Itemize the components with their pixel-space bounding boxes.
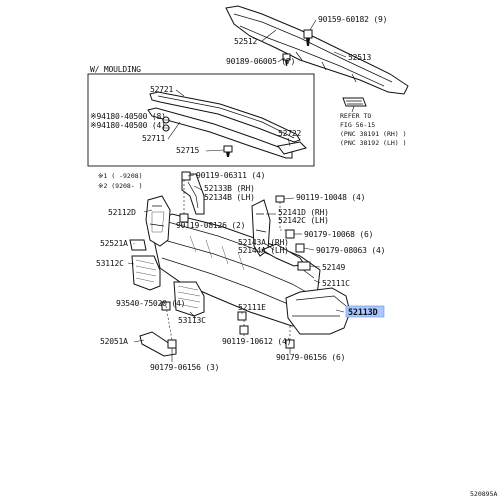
- label-52711: 52711: [142, 134, 165, 143]
- refer-text-3: (PNC 38191 (RH) ): [340, 130, 407, 138]
- retainer-52051A[interactable]: [139, 331, 177, 357]
- label-90179-06156-3: 90179-06156 (3): [150, 363, 219, 372]
- label-52113D-highlight: [345, 305, 385, 318]
- moulding-end-52722[interactable]: [277, 141, 307, 155]
- fastener-90189-06005[interactable]: [282, 53, 291, 66]
- label-52113D: 52113D: [348, 308, 378, 318]
- label-93540-75020: 93540-75020 (4): [116, 299, 185, 308]
- label-52134B: 52134B (LH): [204, 193, 255, 202]
- label-52721: 52721: [150, 85, 173, 94]
- label-52722: 52722: [278, 129, 301, 138]
- label-52112D: 52112D: [108, 208, 136, 217]
- nut-90179-08063[interactable]: [295, 243, 305, 253]
- fastener-90159-60182[interactable]: [303, 29, 313, 46]
- bolt-90119-10612[interactable]: [239, 325, 249, 335]
- label-52521A: 52521A: [100, 239, 128, 248]
- label-90119-10048: 90119-10048 (4): [296, 193, 365, 202]
- bumper-extension-52113D[interactable]: [285, 287, 351, 335]
- refer-text-2: FIG 56-15: [340, 121, 375, 129]
- label-52715: 52715: [176, 146, 199, 155]
- label-90179-10068: 90179-10068 (6): [304, 230, 373, 239]
- bolt-90119-06311[interactable]: [181, 171, 191, 181]
- label-52512: 52512: [234, 37, 257, 46]
- note-line-2: ※2 (9208- ): [98, 182, 143, 190]
- label-52051A: 52051A: [100, 337, 128, 346]
- clip-part: [342, 97, 367, 107]
- label-94180-40500-4: ※94180-40500 (4): [90, 121, 166, 130]
- label-52133B: 52133B (RH): [204, 184, 255, 193]
- grille-53113C[interactable]: [173, 281, 205, 317]
- upper-bracket-52513[interactable]: [225, 5, 409, 95]
- side-bracket-52112D[interactable]: [145, 195, 171, 247]
- label-90189-06005: 90189-06005 (7): [226, 57, 295, 66]
- lamp-bracket-52521A[interactable]: [129, 239, 147, 251]
- label-90119-08126: 90119-08126 (2): [176, 221, 245, 230]
- label-94180-40500-8: ※94180-40500 (8): [90, 112, 166, 121]
- label-53113C: 53113C: [178, 316, 206, 325]
- bolt-90119-08126[interactable]: [179, 213, 189, 223]
- refer-text-1: REFER TO: [340, 112, 371, 120]
- label-90159-60182: 90159-60182 (9): [318, 15, 387, 24]
- refer-text-4: (PNC 38192 (LH) ): [340, 139, 407, 147]
- note-line-1: ※1 ( -9208): [98, 172, 143, 180]
- bolt-52111E-bolt[interactable]: [237, 311, 247, 321]
- moulding-box-title: W/ MOULDING: [90, 65, 141, 74]
- label-52111E: 52111E: [238, 303, 266, 312]
- label-52144A: 52144A (LH): [238, 246, 289, 255]
- bracket-52133B[interactable]: [181, 173, 205, 215]
- label-52149: 52149: [322, 263, 345, 272]
- label-52142C: 52142C (LH): [278, 216, 329, 225]
- label-53112C: 53112C: [96, 259, 124, 268]
- diagram-code: 520895A: [470, 490, 497, 498]
- nut-90179-06156-3[interactable]: [167, 339, 177, 349]
- label-90179-08063: 90179-08063 (4): [316, 246, 385, 255]
- label-90119-10612: 90119-10612 (4): [222, 337, 291, 346]
- bolt-90179-10068[interactable]: [285, 229, 295, 239]
- bolt-90119-10048[interactable]: [275, 195, 285, 203]
- bracket-52149[interactable]: [297, 261, 311, 271]
- nut-90179-06156-6[interactable]: [285, 339, 295, 349]
- moulding-box: [87, 73, 315, 167]
- grille-53112C[interactable]: [131, 255, 161, 291]
- label-52513: 52513: [348, 53, 371, 62]
- label-52143A: 52143A (RH): [238, 238, 289, 247]
- moulding-52711[interactable]: [147, 107, 293, 159]
- label-52141D: 52141D (RH): [278, 208, 329, 217]
- label-90179-06156-6: 90179-06156 (6): [276, 353, 345, 362]
- label-90119-06311: 90119-06311 (4): [196, 171, 265, 180]
- moulding-clip-52715[interactable]: [223, 145, 233, 157]
- moulding-52721[interactable]: [149, 91, 301, 143]
- label-52111C: 52111C: [322, 279, 350, 288]
